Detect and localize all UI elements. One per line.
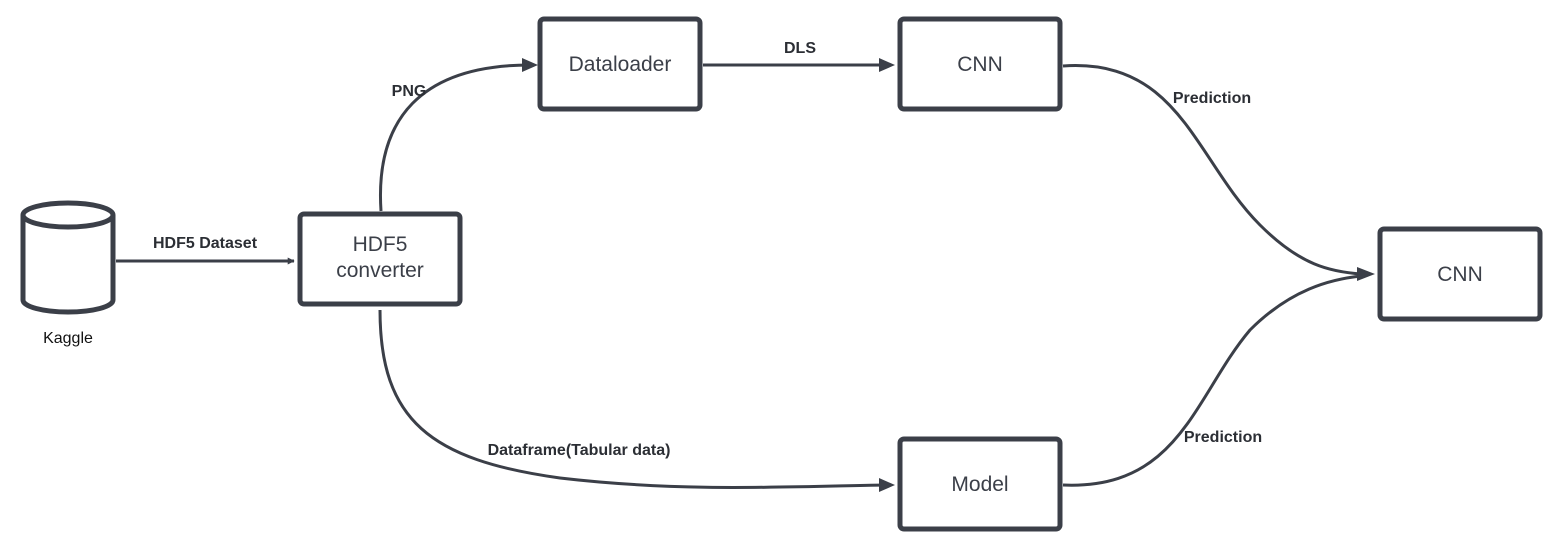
node-dataloader-label: Dataloader	[569, 53, 672, 76]
node-cnn-top: CNN	[897, 16, 1063, 112]
edge-converter-to-dataloader: PNG	[378, 58, 538, 212]
node-cnn-final: CNN	[1377, 226, 1543, 322]
node-model: Model	[897, 436, 1063, 532]
arrow-cnn-to-final	[1062, 64, 1363, 276]
arrowhead-converter-to-model	[879, 478, 895, 492]
node-hdf5-converter: HDF5 converter	[297, 211, 463, 307]
node-dataloader: Dataloader	[537, 16, 703, 112]
node-hdf5-converter-line2: converter	[336, 259, 424, 282]
arrowhead-cnn-to-final	[1357, 267, 1375, 281]
edge-cnn-to-final: Prediction	[1062, 64, 1375, 281]
arrow-model-to-final	[1062, 274, 1363, 487]
arrowhead-dataloader-to-cnn	[879, 58, 895, 72]
edge-label-prediction-bottom: Prediction	[1184, 429, 1262, 446]
kaggle-source: Kaggle	[20, 200, 116, 347]
database-cylinder-icon	[20, 200, 116, 315]
edge-label-png: PNG	[392, 83, 427, 100]
node-cnn-final-label: CNN	[1437, 263, 1483, 286]
node-hdf5-converter-line1: HDF5	[353, 233, 408, 256]
arrow-converter-to-dataloader	[378, 63, 534, 212]
edge-label-hdf5-dataset: HDF5 Dataset	[153, 235, 258, 252]
edge-label-dataframe: Dataframe(Tabular data)	[488, 442, 671, 459]
arrowhead-converter-to-dataloader	[522, 58, 538, 72]
edge-dataloader-to-cnn: DLS	[703, 40, 895, 72]
edge-kaggle-to-converter: HDF5 Dataset	[116, 235, 295, 265]
edge-label-dls: DLS	[784, 40, 816, 57]
edge-label-prediction-top: Prediction	[1173, 90, 1251, 107]
node-model-label: Model	[951, 473, 1008, 496]
edge-converter-to-model: Dataframe(Tabular data)	[378, 309, 895, 492]
node-cnn-top-label: CNN	[957, 53, 1003, 76]
edge-model-to-final: Prediction	[1062, 274, 1363, 487]
arrow-converter-to-model	[378, 309, 884, 490]
kaggle-label: Kaggle	[43, 330, 93, 347]
